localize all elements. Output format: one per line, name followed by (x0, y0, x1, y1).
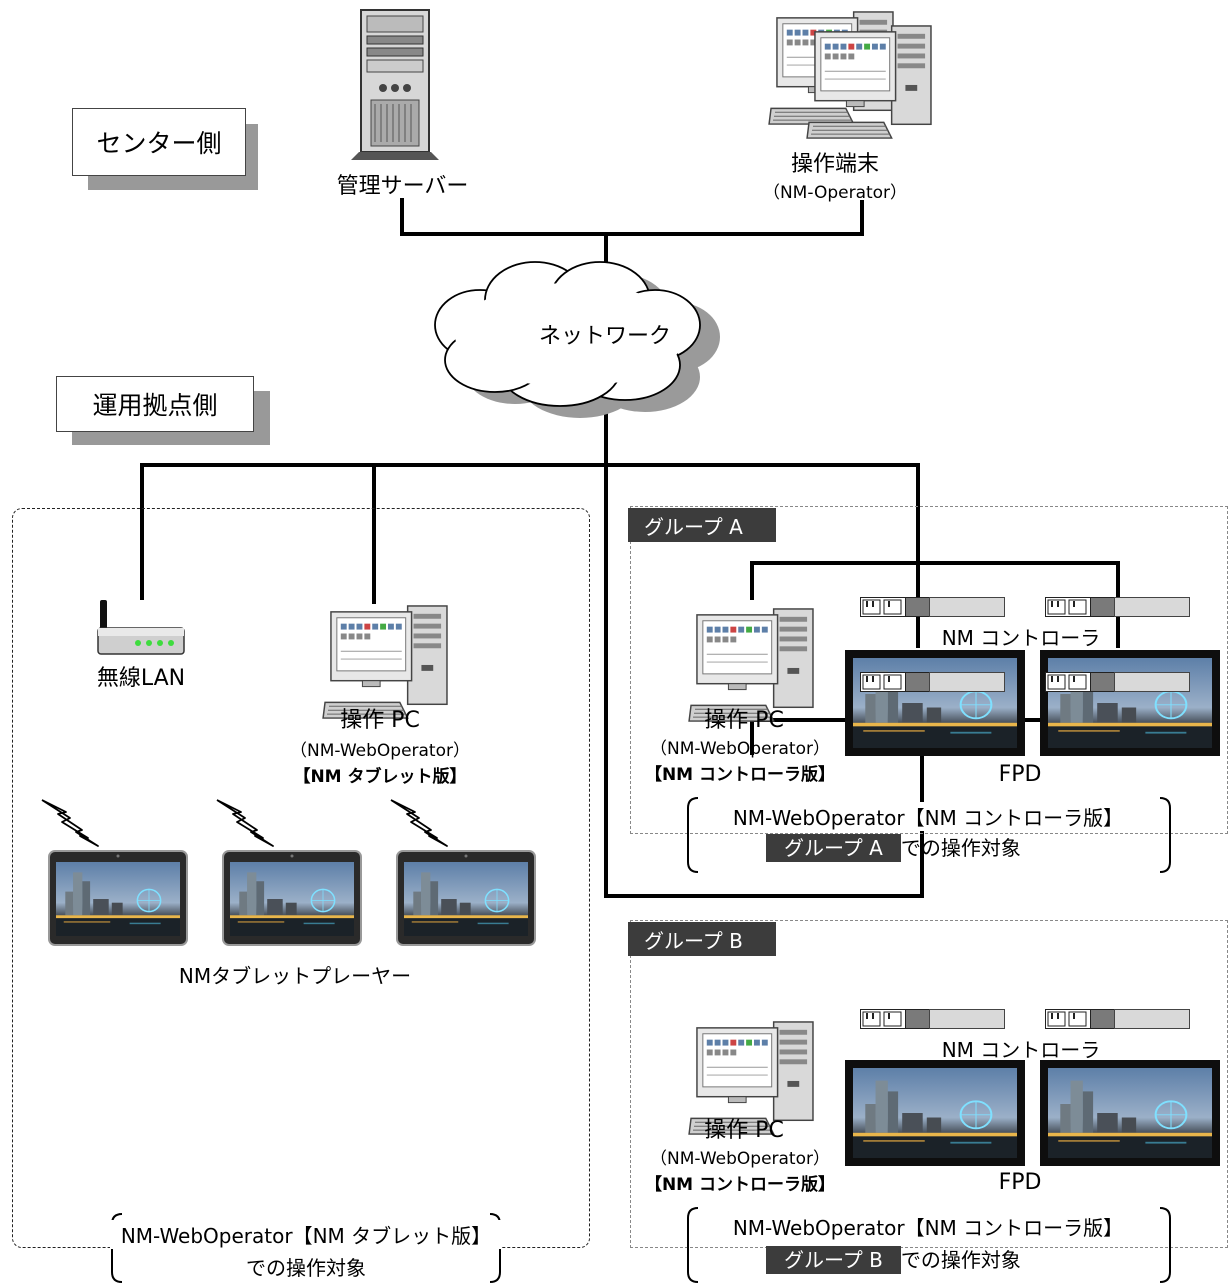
group-b-tag: グループ B (628, 922, 776, 956)
tablet-pc-sub2: 【NM タブレット版】 (293, 767, 467, 787)
group-b-fpd-2 (1040, 1060, 1220, 1166)
group-a-pc-sub1: （NM-WebOperator） (650, 739, 830, 759)
tablet-player-label: NMタブレットプレーヤー (178, 964, 412, 988)
group-a-fpd-2 (1040, 650, 1220, 756)
group-a-scope-tag: グループ A (766, 834, 901, 862)
operator-terminal-icon (768, 11, 932, 139)
group-a-fpd-1 (845, 650, 1025, 756)
group-b-controller-1b (860, 1009, 1005, 1029)
group-b-pc-label: 操作 PC (704, 1118, 784, 1143)
group-a-scope-bracket (687, 797, 1171, 873)
operator-terminal-sub: （NM-Operator） (762, 183, 908, 203)
wireless-lan-label: 無線LAN (96, 666, 186, 691)
server-label: 管理サーバー (336, 174, 469, 199)
tablet-scope-line1: NM-WebOperator【NM タブレット版】 (110, 1220, 502, 1249)
wireless-signal-icon (41, 799, 99, 847)
group-a-scope-line1: NM-WebOperator【NM コントローラ版】 (700, 802, 1156, 831)
group-a-pc-label: 操作 PC (704, 708, 784, 733)
group-b-fpd-1 (845, 1060, 1025, 1166)
group-b-controller-2b (1045, 1009, 1190, 1029)
group-b-scope-line1: NM-WebOperator【NM コントローラ版】 (700, 1212, 1156, 1241)
group-a-controller-1 (860, 597, 1005, 617)
center-side-label: センター側 (72, 108, 246, 176)
tablet-player-icon (222, 850, 362, 946)
group-a-controller-2 (1045, 597, 1190, 617)
group-b-scope-text: での操作対象 (900, 1248, 1021, 1272)
network-label: ネットワーク (538, 324, 671, 349)
group-b-pc-sub2: 【NM コントローラ版】 (644, 1175, 836, 1195)
tablet-player-icon (396, 850, 536, 946)
group-b-scope-bracket (687, 1207, 1171, 1283)
operator-terminal-label: 操作端末 (790, 152, 879, 177)
site-side-label: 運用拠点側 (56, 376, 254, 432)
tablet-player-icon (48, 850, 188, 946)
group-a-fpd-label: FPD (998, 762, 1042, 787)
site-side-text: 運用拠点側 (92, 391, 218, 420)
group-b-controller-label: NM コントローラ (935, 1034, 1107, 1063)
group-b-fpd-label: FPD (998, 1170, 1042, 1195)
wireless-signal-icon (390, 799, 448, 847)
group-b-pc-sub1: （NM-WebOperator） (650, 1149, 830, 1169)
group-a-tag: グループ A (628, 508, 776, 542)
wireless-router-icon (97, 600, 185, 655)
group-b-controller-1 (860, 672, 1005, 692)
group-a-controller-label: NM コントローラ (935, 622, 1107, 651)
wireless-signal-icon (216, 799, 274, 847)
tablet-scope-line2: での操作対象 (246, 1256, 366, 1280)
group-b-controller-2 (1045, 672, 1190, 692)
group-b-scope-tag: グループ B (766, 1246, 901, 1274)
network-cloud-icon (434, 261, 720, 418)
group-a-scope-text: での操作対象 (900, 836, 1021, 860)
center-side-text: センター側 (96, 129, 222, 158)
tablet-pc-sub1: （NM-WebOperator） (290, 741, 470, 761)
server-icon (351, 9, 439, 160)
group-a-pc-sub2: 【NM コントローラ版】 (644, 765, 836, 785)
tablet-pc-label: 操作 PC (340, 708, 420, 733)
